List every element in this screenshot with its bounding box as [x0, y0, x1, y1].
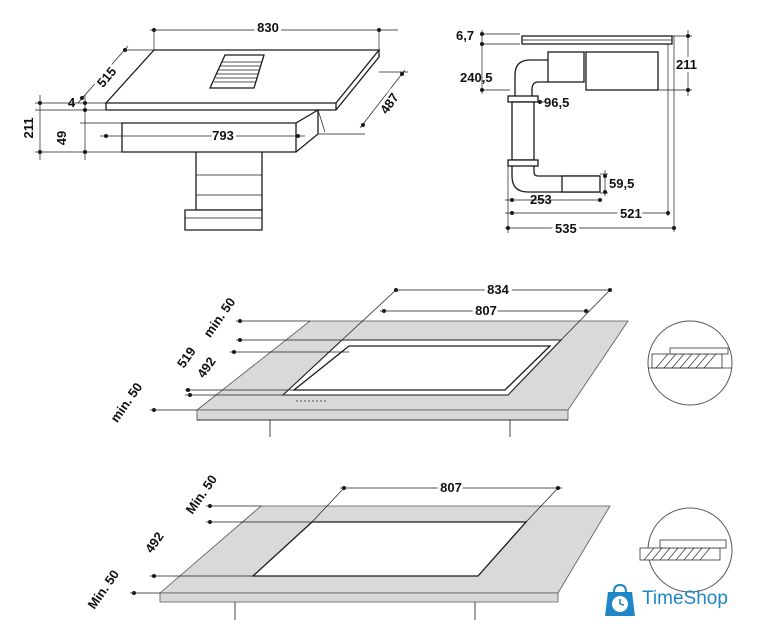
- dim-521: 521: [620, 206, 642, 221]
- dim-807-top: 807: [440, 480, 462, 495]
- dim-834: 834: [487, 282, 509, 297]
- dim-519: 519: [174, 344, 199, 370]
- dim-59-5: 59,5: [609, 176, 634, 191]
- logo-text: TimeShop: [642, 588, 728, 609]
- dim-min50-flush-top: min. 50: [200, 295, 238, 340]
- dim-211-side: 211: [676, 57, 697, 72]
- dim-515: 515: [94, 64, 119, 90]
- dim-830: 830: [257, 20, 279, 35]
- dim-492-top: 492: [142, 529, 167, 555]
- dim-211: 211: [21, 118, 36, 139]
- flush-detail: [648, 347, 732, 369]
- dim-807-flush: 807: [475, 303, 497, 318]
- dim-793: 793: [212, 128, 234, 143]
- flush-install-view: 834 807 min. 50 519 492 min. 50: [107, 279, 733, 437]
- side-section-view: 6,7 240,5 211 96,5 59,5 253 521 535: [456, 28, 700, 239]
- dim-min50-flush-left: min. 50: [107, 380, 145, 425]
- dim-253: 253: [530, 192, 552, 207]
- dim-4: 4: [68, 95, 76, 110]
- dim-240-5: 240,5: [460, 70, 493, 85]
- dim-96-5: 96,5: [544, 95, 569, 110]
- top-detail: [639, 539, 727, 561]
- hob-3d-view: 830 515 4 211 49 793 487: [21, 17, 408, 231]
- top-install-view: 807 Min. 50 492 Min. 50: [85, 472, 733, 620]
- dim-49: 49: [54, 131, 69, 145]
- dim-492-flush: 492: [194, 354, 219, 380]
- timeshop-logo: TimeShop: [602, 583, 752, 618]
- dim-535: 535: [555, 221, 577, 236]
- dim-6-7: 6,7: [456, 28, 474, 43]
- shopping-bag-clock-icon: [605, 583, 635, 616]
- dim-min50-top-left: Min. 50: [85, 567, 123, 612]
- dim-min50-top-top: Min. 50: [183, 472, 221, 517]
- dim-487: 487: [377, 90, 402, 116]
